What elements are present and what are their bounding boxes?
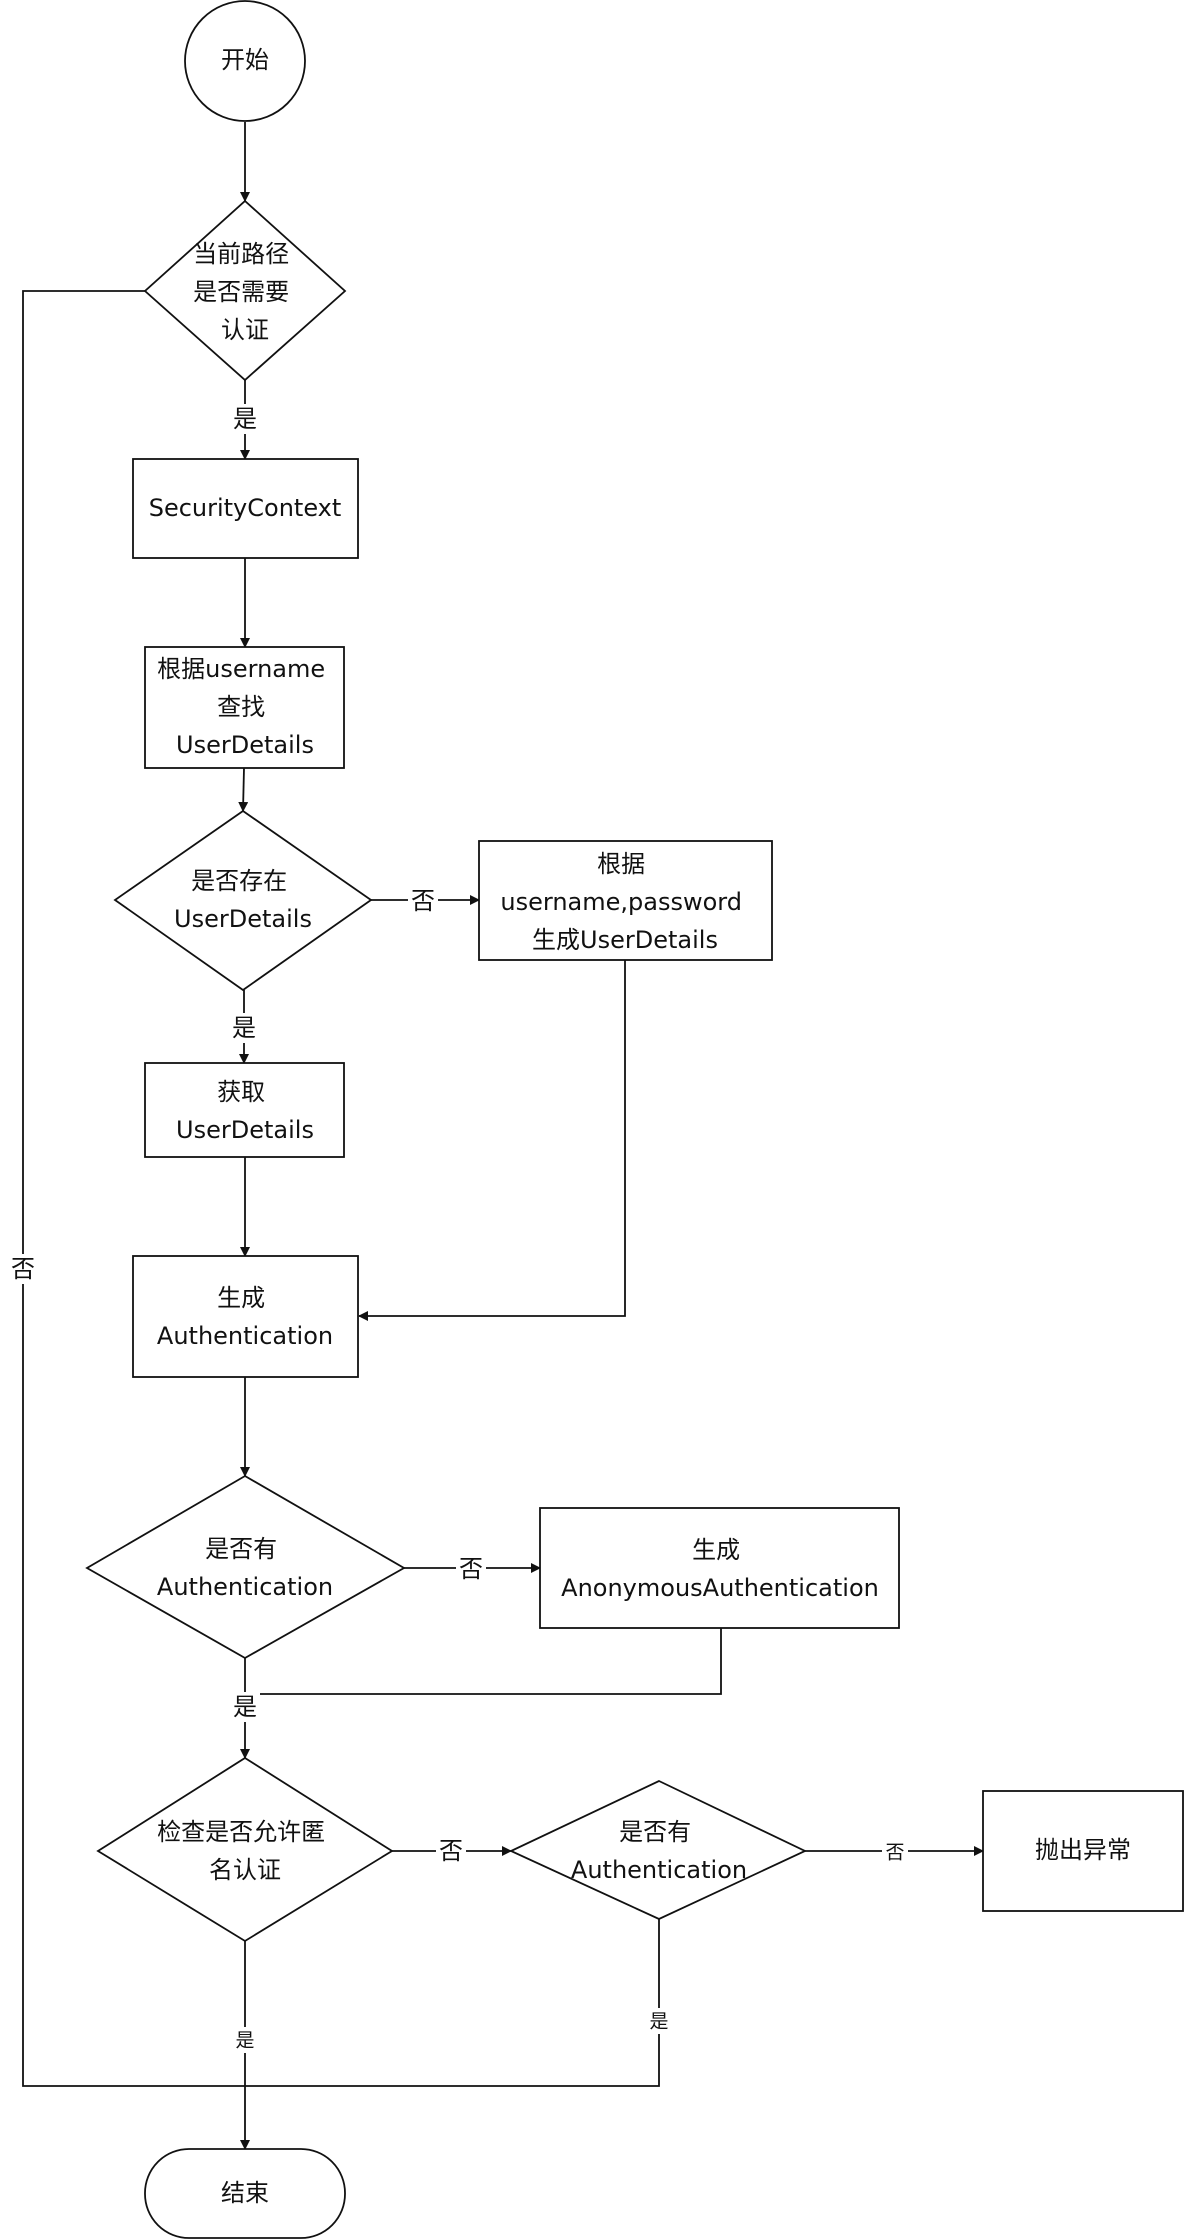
- label-allow-anon-no: 否: [439, 1837, 463, 1865]
- has-authentication-2-label: 是否有 Authentication: [571, 1818, 747, 1884]
- has-authentication-label: 是否有 Authentication: [157, 1535, 333, 1601]
- label-has-auth2-no: 否: [885, 1842, 904, 1864]
- label-has-auth2-yes: 是: [649, 2011, 668, 2033]
- create-authentication-label: 生成 Authentication: [157, 1284, 333, 1350]
- edge-create-anon-to-allow-anon: [245, 1628, 722, 1695]
- edge-need-auth-no: [22, 290, 245, 2087]
- exists-user-label: 是否存在 UserDetails: [174, 867, 312, 933]
- label-need-auth-yes: 是: [233, 405, 257, 433]
- find-user-label: 根据username 查找 UserDetails: [157, 655, 333, 759]
- throw-exception-label: 抛出异常: [1035, 1836, 1131, 1864]
- label-need-auth-no: 否: [11, 1255, 35, 1283]
- find-user-box[interactable]: 根据username 查找 UserDetails: [144, 646, 345, 769]
- label-allow-anon-yes: 是: [235, 2030, 254, 2052]
- create-anonymous-label: 生成 AnonymousAuthentication: [561, 1536, 879, 1602]
- need-auth-decision[interactable]: 当前路径 是否需要 认证: [143, 199, 347, 382]
- edge-labels: 是 否 否 是 否 是 否 是 否 是: [8, 404, 908, 2053]
- nodes: 开始 当前路径 是否需要 认证 SecurityContext 根据userna…: [85, 0, 1184, 2239]
- throw-exception-box[interactable]: 抛出异常: [982, 1790, 1184, 1912]
- label-exists-yes: 是: [232, 1014, 256, 1042]
- end-node[interactable]: 结束: [144, 2148, 346, 2239]
- create-anonymous-authentication-box[interactable]: 生成 AnonymousAuthentication: [539, 1507, 900, 1629]
- edge-has-auth2-yes: [245, 1919, 660, 2087]
- edge-find-user-to-exists: [238, 767, 249, 812]
- label-exists-no: 否: [411, 887, 435, 915]
- get-user-box[interactable]: 获取 UserDetails: [144, 1062, 345, 1158]
- edge-create-user-to-create-auth: [358, 960, 626, 1321]
- has-authentication-2-decision[interactable]: 是否有 Authentication: [508, 1780, 808, 1920]
- need-auth-label: 当前路径 是否需要 认证: [193, 240, 297, 344]
- security-context-box[interactable]: SecurityContext: [132, 458, 359, 559]
- create-authentication-box[interactable]: 生成 Authentication: [132, 1255, 359, 1378]
- allow-anonymous-label: 检查是否允许匿 名认证: [157, 1818, 333, 1884]
- security-context-label: SecurityContext: [149, 494, 342, 522]
- create-user-label: 根据 username,password 生成UserDetails: [500, 850, 749, 954]
- label-has-auth-no: 否: [459, 1555, 483, 1583]
- start-label: 开始: [221, 46, 269, 74]
- exists-user-decision[interactable]: 是否存在 UserDetails: [113, 809, 373, 992]
- allow-anonymous-decision[interactable]: 检查是否允许匿 名认证: [96, 1756, 394, 1943]
- has-authentication-decision[interactable]: 是否有 Authentication: [85, 1474, 406, 1660]
- start-node[interactable]: 开始: [184, 0, 306, 122]
- create-user-box[interactable]: 根据 username,password 生成UserDetails: [478, 840, 773, 961]
- end-label: 结束: [221, 2179, 269, 2207]
- get-user-label: 获取 UserDetails: [176, 1078, 314, 1144]
- label-has-auth-yes: 是: [233, 1693, 257, 1721]
